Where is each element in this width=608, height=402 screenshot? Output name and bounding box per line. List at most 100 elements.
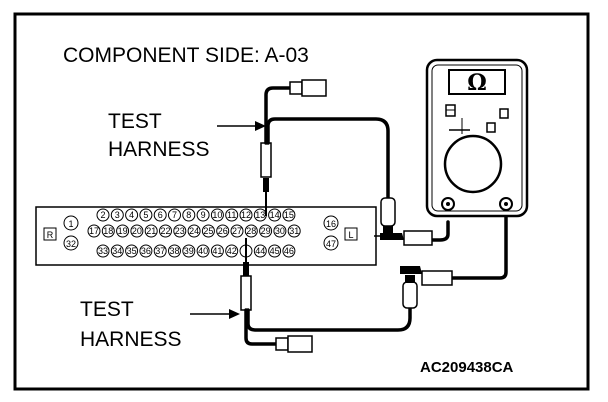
leader-arrow-bottom	[190, 309, 240, 319]
pin-7: 7	[172, 210, 177, 220]
pin-15: 15	[284, 210, 294, 220]
pin-1: 1	[68, 219, 73, 229]
pin-38: 38	[169, 246, 179, 256]
pin-20: 20	[132, 226, 142, 236]
pin-2: 2	[100, 210, 105, 220]
component-side-title: COMPONENT SIDE: A-03	[63, 44, 309, 67]
test-harness-label-bottom-line1: TEST	[80, 298, 134, 321]
pin-45: 45	[270, 246, 280, 256]
test-harness-label-top-line2: HARNESS	[108, 138, 210, 161]
pin-socket	[239, 208, 253, 222]
pin-26: 26	[218, 226, 228, 236]
pin-socket	[225, 208, 239, 222]
pin-socket	[225, 244, 239, 258]
pin-socket	[268, 208, 282, 222]
pin-46: 46	[284, 246, 294, 256]
pin-19: 19	[118, 226, 128, 236]
pin-21: 21	[146, 226, 156, 236]
pin-socket	[244, 224, 258, 238]
harness-plug-top	[289, 79, 327, 97]
connector-side-l: L	[348, 230, 353, 240]
test-harness-label-top-line1: TEST	[108, 110, 162, 133]
pin-3: 3	[115, 210, 120, 220]
selector-dial	[443, 134, 503, 194]
pin-socket	[187, 224, 201, 238]
harness-wires	[244, 86, 508, 346]
pin-socket	[139, 208, 153, 222]
pin-22: 22	[160, 226, 170, 236]
pin-28: 28	[246, 226, 256, 236]
pin-41: 41	[212, 246, 222, 256]
pin-31: 31	[289, 226, 299, 236]
pin-40: 40	[198, 246, 208, 256]
pin-socket	[125, 244, 139, 258]
pin-34: 34	[112, 246, 122, 256]
pin-33: 33	[98, 246, 108, 256]
pin-socket	[282, 208, 296, 222]
pin-socket	[182, 244, 196, 258]
figure-code: AC209438CA	[420, 359, 514, 376]
pin-socket	[259, 224, 273, 238]
pin-16: 16	[326, 219, 336, 229]
pin-14: 14	[270, 210, 280, 220]
pin-socket	[116, 224, 130, 238]
pin-42: 42	[227, 246, 237, 256]
pin-27: 27	[232, 226, 242, 236]
pin-socket	[201, 224, 215, 238]
pin-10: 10	[212, 210, 222, 220]
pin-socket	[210, 244, 224, 258]
pin-socket	[268, 244, 282, 258]
pin-socket	[196, 244, 210, 258]
pin-socket	[216, 224, 230, 238]
pin-socket	[253, 244, 267, 258]
pin-socket	[230, 224, 244, 238]
clip-connection-upper	[374, 197, 433, 246]
leader-arrow-top	[217, 121, 266, 131]
pin-4: 4	[129, 210, 134, 220]
pin-39: 39	[184, 246, 194, 256]
harness-plug-bottom	[275, 335, 313, 353]
figure-frame	[13, 12, 590, 391]
pin-30: 30	[275, 226, 285, 236]
probe-top	[260, 142, 272, 216]
test-harness-label-bottom-line2: HARNESS	[80, 328, 182, 351]
pin-13: 13	[255, 210, 265, 220]
pin-35: 35	[127, 246, 137, 256]
pin-socket	[153, 244, 167, 258]
ohmmeter: Ω	[425, 58, 529, 218]
pin-18: 18	[103, 226, 113, 236]
pin-9: 9	[201, 210, 206, 220]
ohm-symbol: Ω	[467, 70, 487, 96]
pin-socket	[168, 208, 181, 222]
pin-12: 12	[241, 210, 251, 220]
pin-socket	[96, 244, 110, 258]
pin-socket	[144, 224, 158, 238]
connector-side-r: R	[47, 230, 54, 240]
pin-socket	[96, 208, 110, 222]
pin-36: 36	[141, 246, 151, 256]
pin-socket	[196, 208, 210, 222]
pin-socket	[273, 224, 287, 238]
pin-socket	[282, 244, 296, 258]
pin-socket	[101, 224, 115, 238]
pin-6: 6	[158, 210, 163, 220]
pin-socket	[210, 208, 224, 222]
pin-11: 11	[227, 210, 236, 220]
pin-37: 37	[155, 246, 165, 256]
pin-socket	[287, 224, 301, 238]
pin-socket	[125, 208, 139, 222]
pin-47: 47	[326, 239, 336, 249]
pin-socket	[168, 244, 181, 258]
pin-socket	[153, 208, 167, 222]
clip-connection-lower	[400, 266, 453, 309]
pin-23: 23	[175, 226, 185, 236]
pin-socket	[110, 208, 124, 222]
pin-5: 5	[143, 210, 148, 220]
pin-socket	[173, 224, 187, 238]
pin-25: 25	[203, 226, 213, 236]
